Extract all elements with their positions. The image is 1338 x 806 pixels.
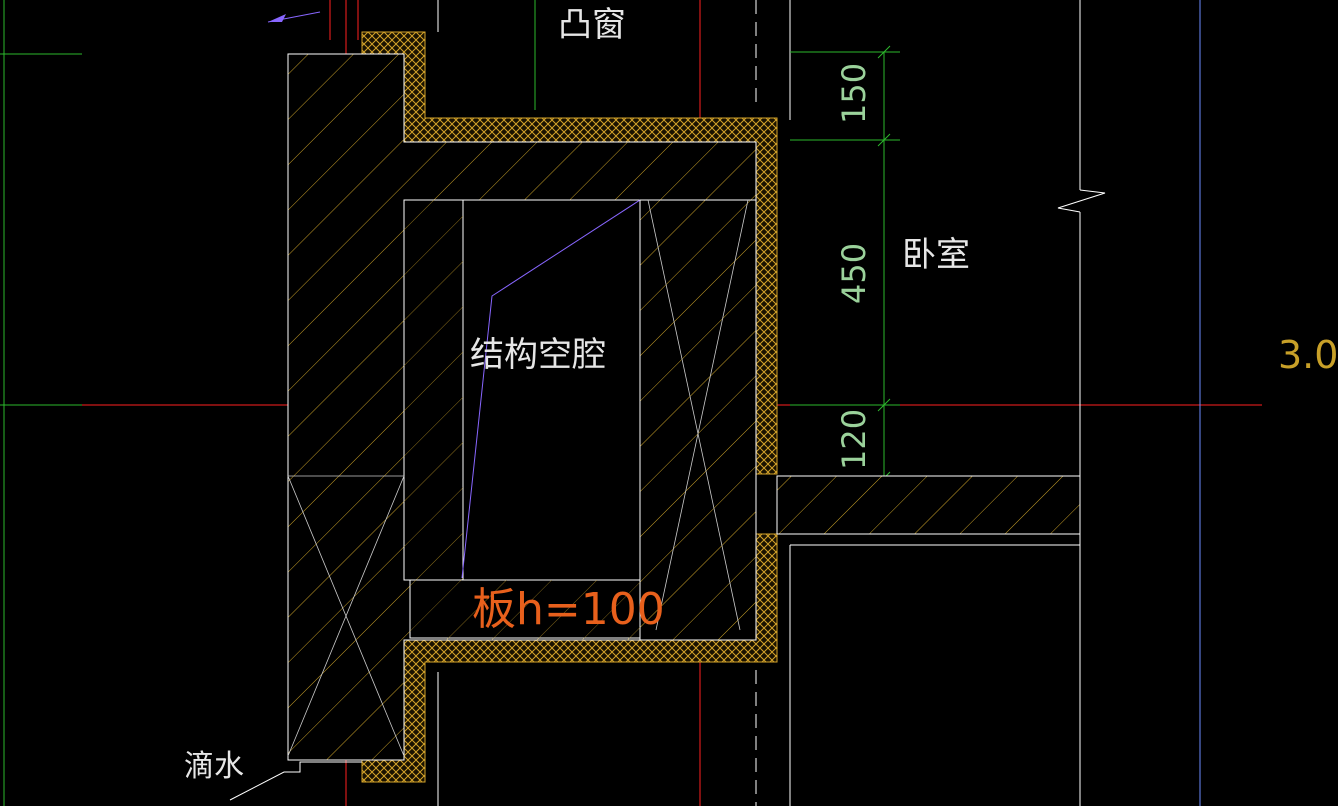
label-elevation: 3.0 bbox=[1278, 333, 1338, 377]
label-slab-thickness: 板h=100 bbox=[472, 584, 665, 635]
dimension-120: 120 bbox=[835, 408, 873, 470]
drip-leader bbox=[229, 761, 362, 801]
dimension-150: 150 bbox=[835, 62, 873, 124]
label-drip: 滴水 bbox=[184, 749, 244, 784]
top-leader bbox=[267, 11, 321, 23]
label-structural-cavity: 结构空腔 bbox=[470, 335, 606, 375]
structural-cavity bbox=[403, 199, 756, 640]
label-bedroom: 卧室 bbox=[902, 235, 970, 275]
opening-cross-lines bbox=[287, 199, 749, 757]
label-bay-window: 凸窗 bbox=[558, 5, 626, 45]
dimension-450: 450 bbox=[835, 242, 873, 304]
slab-region bbox=[409, 579, 641, 639]
